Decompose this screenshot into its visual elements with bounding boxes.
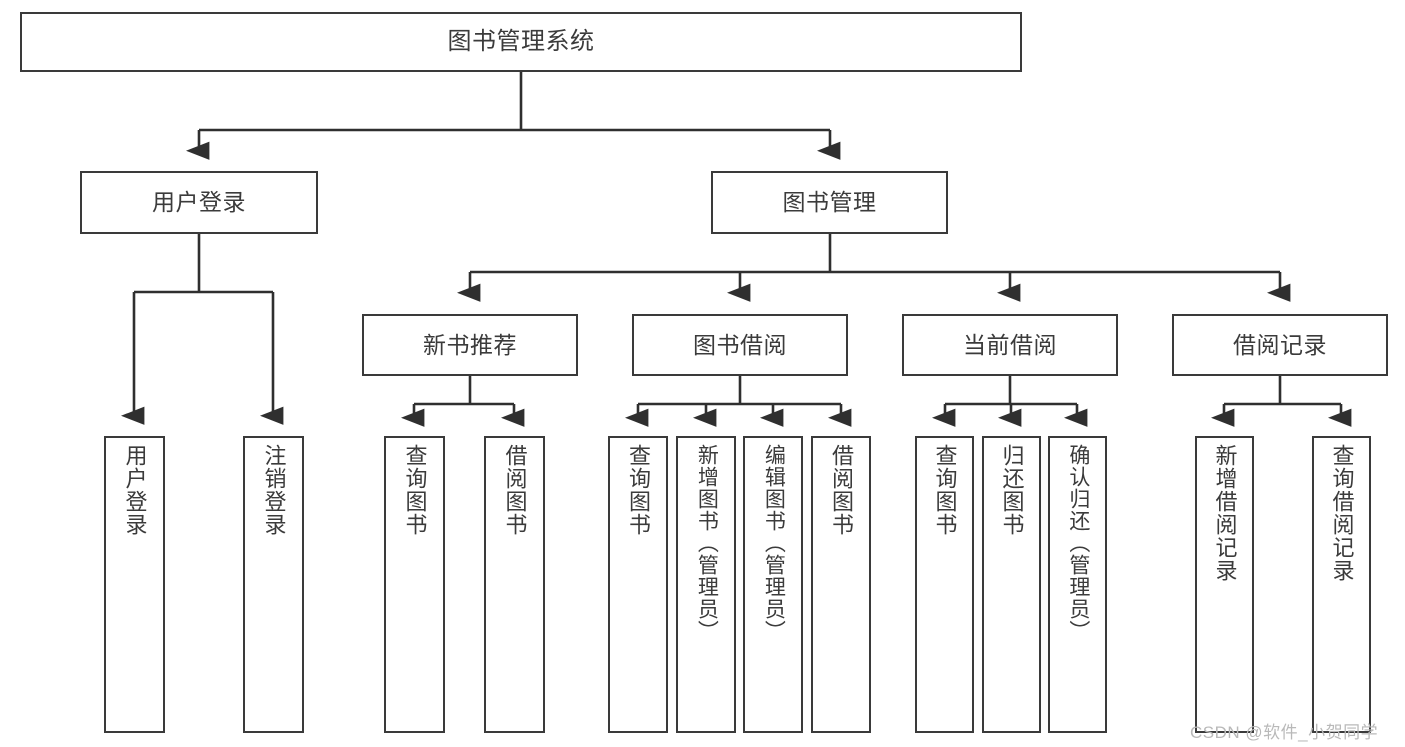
node-label: 注销登录 (261, 444, 287, 536)
leaf-new-book-query[interactable]: 查询图书 (384, 436, 445, 733)
leaf-borrow-query-book[interactable]: 查询图书 (608, 436, 668, 733)
node-label: 借阅记录 (1233, 331, 1327, 358)
watermark: CSDN @软件_小贺同学 (1190, 723, 1379, 742)
leaf-borrow-edit-book-admin[interactable]: 编辑图书（管理员） (743, 436, 803, 733)
leaf-borrow-add-book-admin[interactable]: 新增图书（管理员） (676, 436, 736, 733)
node-label: 借阅图书 (828, 444, 854, 536)
node-borrow-records[interactable]: 借阅记录 (1172, 314, 1388, 376)
node-label: 图书管理系统 (447, 28, 595, 56)
leaf-current-return-book[interactable]: 归还图书 (982, 436, 1041, 733)
leaf-current-query-book[interactable]: 查询图书 (915, 436, 974, 733)
node-label: 新书推荐 (423, 331, 517, 358)
node-label: 图书管理 (782, 189, 877, 216)
node-label: 当前借阅 (963, 331, 1057, 358)
node-book-borrow[interactable]: 图书借阅 (632, 314, 848, 376)
node-user-login[interactable]: 用户登录 (80, 171, 318, 234)
node-label: 用户登录 (122, 444, 148, 536)
leaf-user-login-login[interactable]: 用户登录 (104, 436, 165, 733)
node-current-borrow[interactable]: 当前借阅 (902, 314, 1118, 376)
leaf-records-add-record[interactable]: 新增借阅记录 (1195, 436, 1254, 733)
leaf-current-confirm-return-admin[interactable]: 确认归还（管理员） (1048, 436, 1107, 733)
node-label: 查询图书 (932, 444, 958, 536)
node-new-book-recommend[interactable]: 新书推荐 (362, 314, 578, 376)
node-label: 图书借阅 (693, 331, 787, 358)
node-label: 查询图书 (625, 444, 651, 536)
leaf-new-book-borrow[interactable]: 借阅图书 (484, 436, 545, 733)
node-label: 新增图书（管理员） (695, 444, 719, 642)
node-label: 借阅图书 (502, 444, 528, 536)
leaf-records-query-record[interactable]: 查询借阅记录 (1312, 436, 1371, 733)
node-label: 确认归还（管理员） (1066, 444, 1090, 642)
leaf-borrow-borrow-book[interactable]: 借阅图书 (811, 436, 871, 733)
leaf-user-login-logout[interactable]: 注销登录 (243, 436, 304, 733)
node-book-management[interactable]: 图书管理 (711, 171, 948, 234)
node-label: 编辑图书（管理员） (762, 444, 786, 642)
node-label: 用户登录 (152, 189, 246, 216)
node-label: 查询图书 (402, 444, 428, 536)
node-root-system[interactable]: 图书管理系统 (20, 12, 1022, 72)
node-label: 查询借阅记录 (1329, 444, 1355, 582)
node-label: 归还图书 (999, 444, 1025, 536)
node-label: 新增借阅记录 (1212, 444, 1238, 582)
